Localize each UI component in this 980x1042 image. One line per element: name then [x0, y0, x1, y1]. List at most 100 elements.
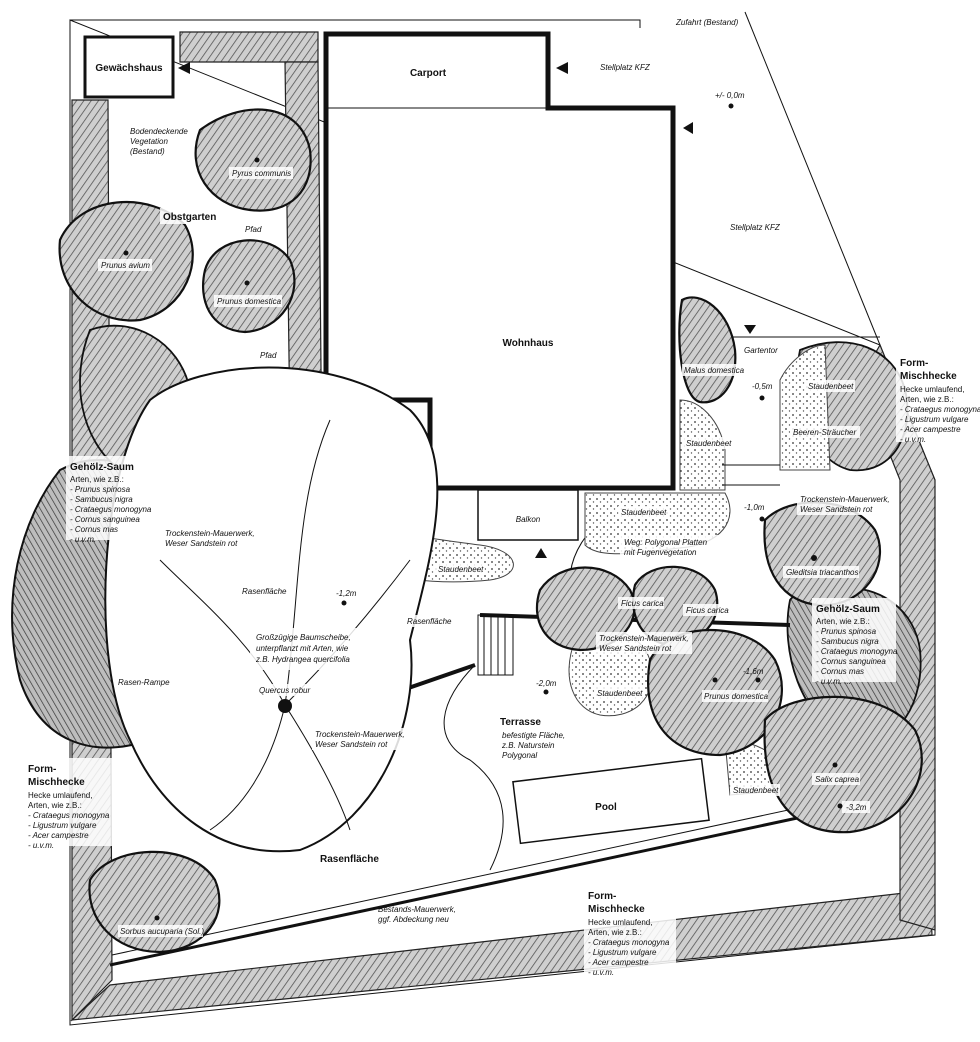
stellplatz-label-2: Stellplatz KFZ	[730, 223, 781, 232]
hecke-right-line-1: Arten, wie z.B.:	[900, 395, 954, 404]
greenhouse-label: Gewächshaus	[95, 63, 163, 74]
hecke-left-line-4: - Acer campestre	[28, 831, 89, 840]
pfad-label-1: Pfad	[245, 225, 262, 234]
staudenbeet-label-6: Staudenbeet	[733, 786, 779, 795]
tree-quercus	[104, 366, 439, 853]
tree-malus	[678, 296, 737, 404]
tsm-1a: Trockenstein-Mauerwerk,	[165, 529, 255, 538]
hecke-right-line-2: - Crataegus monogyna	[900, 405, 980, 414]
tsm-4b: Weser Sandstein rot	[315, 740, 388, 749]
gehoelz-left-line-5: - Cornus mas	[70, 525, 118, 534]
tree-label-pyrus: Pyrus communis	[232, 169, 291, 178]
staudenbeet-label-1: Staudenbeet	[808, 382, 854, 391]
gehoelz-right-line-6: - u.v.m. ...	[816, 677, 851, 686]
gehoelz-right-line-0: Arten, wie z.B.:	[816, 617, 870, 626]
gehoelz-left-title: Gehölz-Saum	[70, 462, 134, 473]
rasenflaeche-label-1: Rasenfläche	[242, 587, 287, 596]
hecke-bottom-title-1: Form-	[588, 891, 616, 902]
baumscheibe-1: Großzügige Baumscheibe,	[256, 633, 351, 642]
hecke-left-line-1: Arten, wie z.B.:	[28, 801, 82, 810]
balcony: Balkon	[477, 489, 579, 558]
hecke-right-line-0: Hecke umlaufend,	[900, 385, 964, 394]
weg-2: mit Fugenvegetation	[624, 548, 697, 557]
balcony-label: Balkon	[516, 515, 541, 524]
tsm-4a: Trockenstein-Mauerwerk,	[315, 730, 405, 739]
tree-label-salix: Salix caprea	[815, 775, 860, 784]
pfad-label-2: Pfad	[260, 351, 277, 360]
staudenbeet-label-4: Staudenbeet	[438, 565, 484, 574]
hecke-right-title-1: Form-	[900, 358, 928, 369]
gehoelz-left-line-6: - u.v.m.	[70, 535, 96, 544]
hedge-right-text: Form- Mischhecke Hecke umlaufend, Arten,…	[896, 352, 980, 444]
hecke-bottom-line-5: - u.v.m.	[588, 968, 614, 977]
bodendecker-label-3: (Bestand)	[130, 147, 165, 156]
tree-label-prunus-dom-2: Prunus domestica	[704, 692, 769, 701]
gehoelz-left-line-1: - Prunus spinosa	[70, 485, 131, 494]
woody-margin-left-text: Gehölz-Saum Arten, wie z.B.: - Prunus sp…	[66, 456, 152, 544]
tree-label-ficus-2: Ficus carica	[686, 606, 729, 615]
tree-ficus-1	[535, 566, 636, 652]
tsm-2a: Trockenstein-Mauerwerk,	[800, 495, 890, 504]
staudenbeet-label-2: Staudenbeet	[686, 439, 732, 448]
tsm-3b: Weser Sandstein rot	[599, 644, 672, 653]
zufahrt-label: Zufahrt (Bestand)	[675, 18, 739, 27]
level-32: -3,2m	[846, 803, 867, 812]
woody-margin-right-text: Gehölz-Saum Arten, wie z.B.: - Prunus sp…	[812, 598, 898, 686]
terrace-stairs	[477, 614, 514, 676]
hecke-left-line-5: - u.v.m.	[28, 841, 54, 850]
hecke-left-line-0: Hecke umlaufend,	[28, 791, 92, 800]
carport-label: Carport	[410, 68, 447, 79]
gehoelz-left-line-2: - Sambucus nigra	[70, 495, 133, 504]
hedge-bottom-text: Form- Mischhecke Hecke umlaufend, Arten,…	[584, 885, 676, 977]
tree-label-prunus-dom-1: Prunus domestica	[217, 297, 282, 306]
terrasse-desc-1: befestigte Fläche,	[502, 731, 565, 740]
level-10: -1,0m	[744, 503, 765, 512]
rasenflaeche-label-2: Rasenfläche	[407, 617, 452, 626]
tree-label-gleditsia: Gleditsia triacanthos	[786, 568, 858, 577]
tsm-3a: Trockenstein-Mauerwerk,	[599, 634, 689, 643]
gehoelz-left-line-3: - Crataegus monogyna	[70, 505, 152, 514]
greenhouse: Gewächshaus	[83, 35, 190, 99]
bestandsmauer-1: Bestands-Mauerwerk,	[378, 905, 456, 914]
bodendecker-label-2: Vegetation	[130, 137, 169, 146]
level-12: -1,2m	[336, 589, 357, 598]
hecke-left-title-2: Mischhecke	[28, 777, 85, 788]
gehoelz-left-line-4: - Cornus sanguinea	[70, 515, 140, 524]
beeren-label: Beeren-Sträucher	[793, 428, 856, 437]
weg-1: Weg: Polygonal Platten	[624, 538, 708, 547]
hecke-right-line-3: - Ligustrum vulgare	[900, 415, 969, 424]
hecke-right-line-5: - u.v.m.	[900, 435, 926, 444]
hecke-right-line-4: - Acer campestre	[900, 425, 961, 434]
tree-pyrus	[194, 108, 312, 212]
gehoelz-right-title: Gehölz-Saum	[816, 604, 880, 615]
area-labels: Zufahrt (Bestand) Stellplatz KFZ Stellpl…	[118, 18, 860, 924]
terrasse-desc-2: z.B. Naturstein	[501, 741, 555, 750]
rasen-rampe-label: Rasen-Rampe	[118, 678, 170, 687]
tree-label-malus: Malus domestica	[684, 366, 745, 375]
level-0: +/- 0,0m	[715, 91, 745, 100]
hecke-left-line-3: - Ligustrum vulgare	[28, 821, 97, 830]
wall-labels: Trockenstein-Mauerwerk, Weser Sandstein …	[163, 493, 893, 750]
gehoelz-right-line-2: - Sambucus nigra	[816, 637, 879, 646]
tree-prunus-domestica-1	[202, 239, 296, 334]
tree-label-sorbus: Sorbus aucuparia (Sol.)	[120, 927, 204, 936]
stellplatz-label-1: Stellplatz KFZ	[600, 63, 651, 72]
gehoelz-right-line-3: - Crataegus monogyna	[816, 647, 898, 656]
level-markers: +/- 0,0m -0,5m -1,0m -1,2m -1,6m -2,0m -…	[336, 91, 870, 813]
tree-labels: Pyrus communis Prunus avium Prunus domes…	[98, 167, 860, 937]
tree-ficus-2	[631, 565, 719, 647]
hecke-bottom-line-0: Hecke umlaufend,	[588, 918, 652, 927]
level-05: -0,5m	[752, 382, 773, 391]
hedge-left-text: Form- Mischhecke Hecke umlaufend, Arten,…	[24, 758, 116, 850]
staudenbeet-label-5: Staudenbeet	[597, 689, 643, 698]
hecke-bottom-title-2: Mischhecke	[588, 904, 645, 915]
pool-label: Pool	[595, 802, 617, 813]
hecke-left-title-1: Form-	[28, 764, 56, 775]
obstgarten-label: Obstgarten	[163, 212, 216, 223]
hecke-bottom-line-4: - Acer campestre	[588, 958, 649, 967]
tree-label-prunus-avium: Prunus avium	[101, 261, 150, 270]
tree-label-ficus-1: Ficus carica	[621, 599, 664, 608]
pool: Pool	[512, 757, 710, 845]
tree-salix	[763, 695, 923, 834]
